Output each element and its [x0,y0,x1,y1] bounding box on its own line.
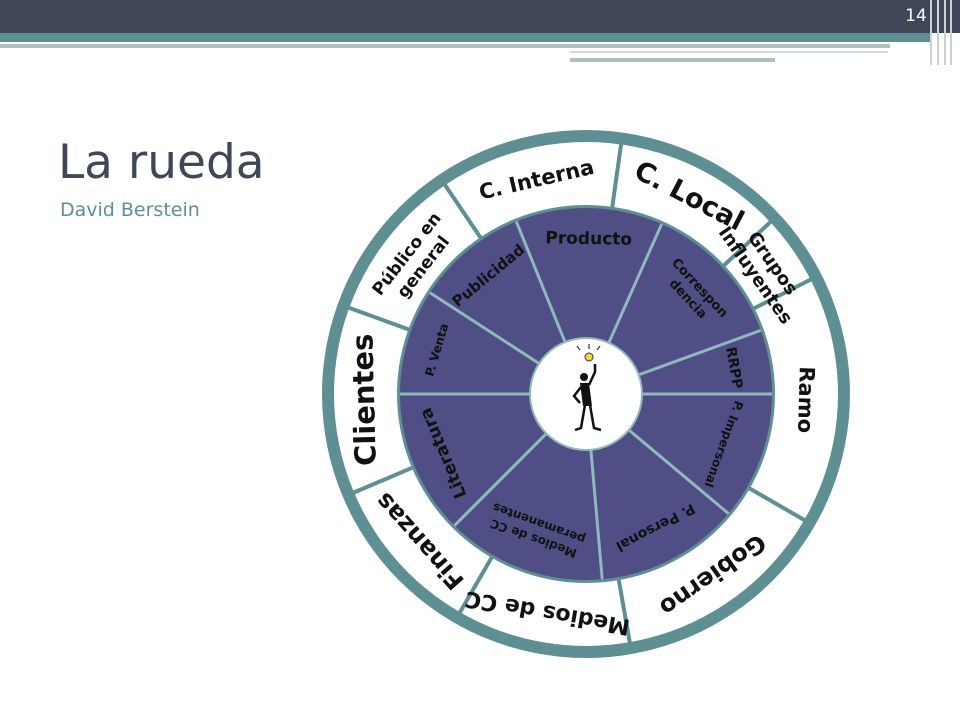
outer-divider [747,486,807,523]
inner-divider [429,291,540,365]
inner-divider [514,220,567,343]
figure-leg [588,404,602,432]
outer-divider [457,555,494,615]
figure-body [580,383,592,406]
decor-line [570,51,888,53]
lightbulb-icon [584,352,594,362]
outer-divider [352,465,414,495]
accent-bar [0,33,930,42]
inner-segment-label: Producto [545,228,632,250]
figure-arm [572,386,582,404]
inner-segment-label: RRPP [722,346,745,390]
decor-vline [944,0,946,65]
lightbulb-ray [576,345,581,351]
inner-divider [589,449,604,580]
inner-divider [453,432,548,527]
decor-vline [937,0,939,65]
inner-divider [638,328,762,377]
slide-title: La rueda [58,135,265,190]
figure-arm [587,364,597,386]
outer-segment-label: Ramo [793,366,819,433]
outer-divider [610,143,624,209]
outer-divider [722,219,773,268]
decor-line [0,44,890,48]
outer-divider [442,183,483,240]
figure-head [580,373,588,381]
decor-vline [950,0,952,65]
decor-line [570,58,775,62]
outer-divider [347,305,411,332]
decor-vline [930,0,932,65]
outer-divider [752,277,813,311]
slide-subtitle: David Berstein [60,199,200,221]
inner-divider [607,223,664,344]
outer-segment-label: Clientes [345,333,382,466]
top-bar [0,0,960,33]
stick-figure-lightbulb-icon [572,344,602,432]
figure-leg [574,404,587,432]
outer-divider [616,578,632,644]
inner-divider [627,428,730,515]
slide-number: 14 [905,6,927,26]
lightbulb-ray [596,345,601,351]
